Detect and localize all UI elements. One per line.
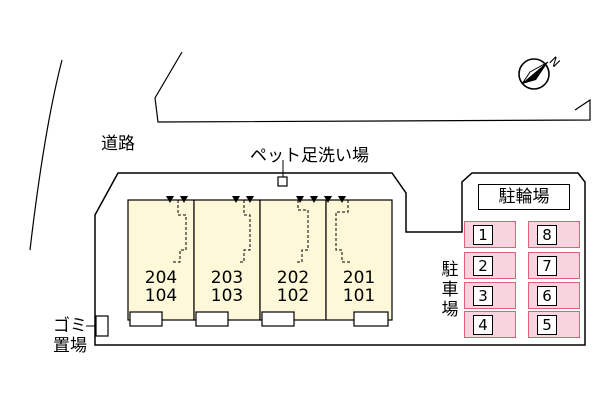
unit-block-204 [127,199,195,321]
garbage-label: ゴミ置場 [53,316,87,356]
unit-step [129,311,163,327]
entrance-markers [166,196,346,203]
parking-slot-4: 4 [464,311,516,338]
pet-wash-marker [277,176,288,187]
road-curb-left [29,59,63,251]
parking-slot-5: 5 [528,311,580,338]
unit-step [353,311,389,327]
stair-outline [296,200,309,263]
unit-step [261,311,295,327]
parking-slot-8: 8 [528,221,580,248]
road-curb-top [154,51,591,123]
building [127,196,393,327]
north-arrow-icon [518,58,550,90]
unit-step [195,311,229,327]
road-label: 道路 [101,134,135,154]
parking-slot-7: 7 [528,252,580,279]
bike-parking-label: 駐輪場 [478,184,570,210]
pet-wash-label: ペット足洗い場 [250,146,369,166]
stair-outline [238,200,251,263]
garbage-area [95,315,109,337]
parking-label: 駐車場 [441,260,459,320]
stair-outline [172,200,187,263]
parking-slot-3: 3 [464,282,516,309]
stair-outline [335,200,350,263]
parking-slot-6: 6 [528,282,580,309]
parking-slot-1: 1 [464,221,516,248]
parking-slot-2: 2 [464,252,516,279]
